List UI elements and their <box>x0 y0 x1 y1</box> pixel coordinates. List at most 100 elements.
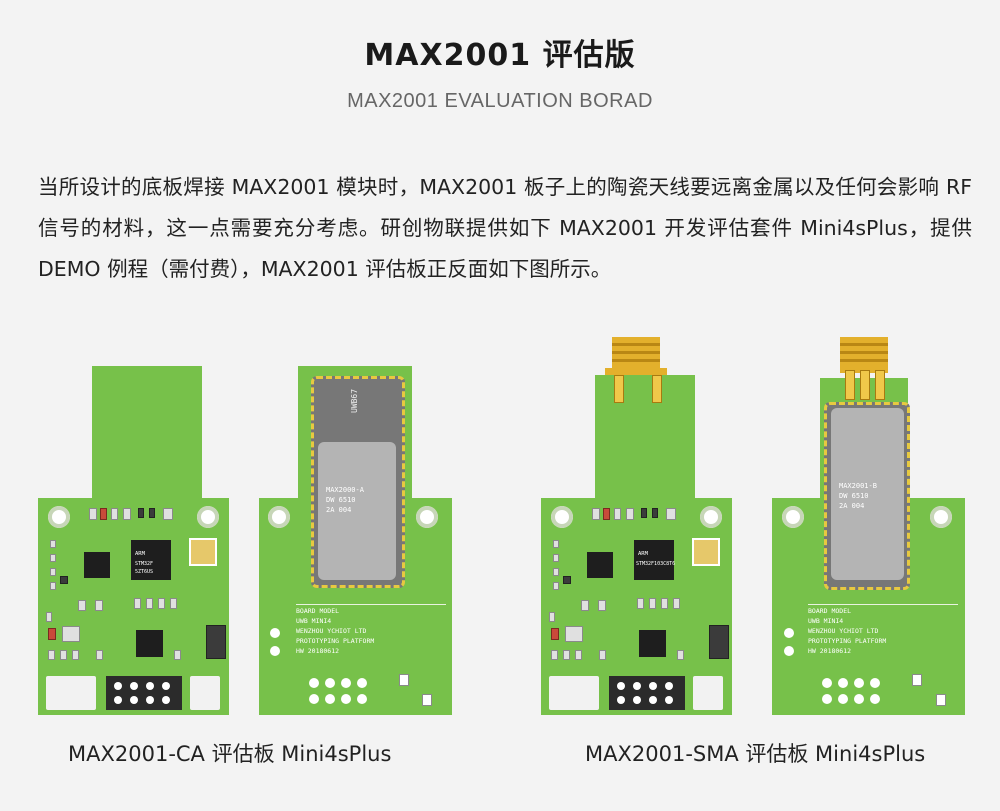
regulator-chip <box>587 552 613 578</box>
smd-component <box>48 650 55 660</box>
silkscreen-text: BOARD MODEL UWB MINI4 WENZHOU YCHIOT LTD… <box>808 607 887 655</box>
silkscreen-text: BOARD MODEL UWB MINI4 WENZHOU YCHIOT LTD… <box>296 607 375 655</box>
mcu-chip: ARM STM32F 5ZT6US <box>131 540 171 580</box>
mount-hole <box>48 506 70 528</box>
antenna-tab <box>595 375 695 500</box>
silk-line <box>808 604 958 605</box>
test-pad <box>357 678 367 688</box>
usb-chip <box>136 630 163 657</box>
smd-component <box>50 554 56 562</box>
smd-component <box>603 508 610 520</box>
test-pad <box>309 678 319 688</box>
smd-component <box>661 598 668 609</box>
smd-component <box>563 576 571 584</box>
smd-pad <box>422 694 432 706</box>
silk-line <box>296 604 446 605</box>
usb-connector <box>46 676 96 710</box>
usb-connector <box>549 676 599 710</box>
smd-component <box>673 598 680 609</box>
smd-pad <box>399 674 409 686</box>
smd-component <box>598 600 606 611</box>
smd-component <box>48 628 56 640</box>
smd-component <box>50 568 56 576</box>
smd-component <box>592 508 600 520</box>
test-pad <box>784 628 794 638</box>
test-pad <box>854 678 864 688</box>
smd-component <box>72 650 79 660</box>
test-pad <box>870 694 880 704</box>
smd-component <box>553 582 559 590</box>
smd-component <box>553 568 559 576</box>
caption-ca: MAX2001-CA 评估板 Mini4sPlus <box>68 742 392 766</box>
smd-component <box>89 508 97 520</box>
smd-component <box>641 508 647 518</box>
module-shield <box>831 408 904 580</box>
mount-hole <box>930 506 952 528</box>
crystal <box>692 538 720 566</box>
mount-hole <box>700 506 722 528</box>
smd-component <box>170 598 177 609</box>
smd-component <box>565 626 583 642</box>
mcu-chip: ARM STM32F103C8T6 <box>634 540 676 580</box>
smd-component <box>677 650 684 660</box>
smd-component <box>134 598 141 609</box>
chip-label: ARM <box>135 551 145 557</box>
test-pad <box>357 694 367 704</box>
test-pad <box>870 678 880 688</box>
test-pad <box>784 646 794 656</box>
chip-code: STM32F 5ZT6US <box>135 561 154 575</box>
smd-component <box>123 508 131 520</box>
smd-component <box>666 508 676 520</box>
mount-hole <box>782 506 804 528</box>
mount-hole <box>551 506 573 528</box>
test-pad <box>341 678 351 688</box>
antenna-tab <box>92 366 202 500</box>
page-title: MAX2001 评估版 <box>364 38 636 73</box>
smd-component <box>553 540 559 548</box>
smd-component <box>614 508 621 520</box>
test-pad <box>838 678 848 688</box>
page-subtitle: MAX2001 EVALUATION BORAD <box>347 90 653 112</box>
pin-header <box>106 676 182 710</box>
module-label: MAX2000-A DW 6510 2A 004 <box>326 486 364 514</box>
smd-component <box>551 650 558 660</box>
switch <box>190 676 220 710</box>
smd-component <box>146 598 153 609</box>
smd-component <box>100 508 107 520</box>
smd-component <box>599 650 606 660</box>
smd-component <box>575 650 582 660</box>
smd-component <box>138 508 144 518</box>
smd-component <box>649 598 656 609</box>
smd-component <box>551 628 559 640</box>
test-pad <box>854 694 864 704</box>
module-label: MAX2001-B DW 6510 2A 004 <box>839 482 877 510</box>
smd-component <box>60 576 68 584</box>
smd-component <box>652 508 658 518</box>
test-pad <box>270 628 280 638</box>
caption-sma: MAX2001-SMA 评估板 Mini4sPlus <box>585 742 926 766</box>
smd-component <box>149 508 155 518</box>
test-pad <box>309 694 319 704</box>
chip-label: ARM <box>638 551 648 557</box>
smd-component <box>78 600 86 611</box>
test-pad <box>838 694 848 704</box>
button <box>709 625 729 659</box>
mount-hole <box>268 506 290 528</box>
test-pad <box>822 678 832 688</box>
test-pad <box>822 694 832 704</box>
chip-code: STM32F103C8T6 <box>636 561 676 567</box>
regulator-chip <box>84 552 110 578</box>
switch <box>693 676 723 710</box>
module-tag: UWB67 <box>350 388 360 414</box>
smd-component <box>158 598 165 609</box>
smd-component <box>96 650 103 660</box>
smd-component <box>637 598 644 609</box>
test-pad <box>325 694 335 704</box>
test-pad <box>325 678 335 688</box>
usb-chip <box>639 630 666 657</box>
smd-component <box>581 600 589 611</box>
button <box>206 625 226 659</box>
smd-pad <box>936 694 946 706</box>
smd-component <box>174 650 181 660</box>
smd-component <box>50 582 56 590</box>
